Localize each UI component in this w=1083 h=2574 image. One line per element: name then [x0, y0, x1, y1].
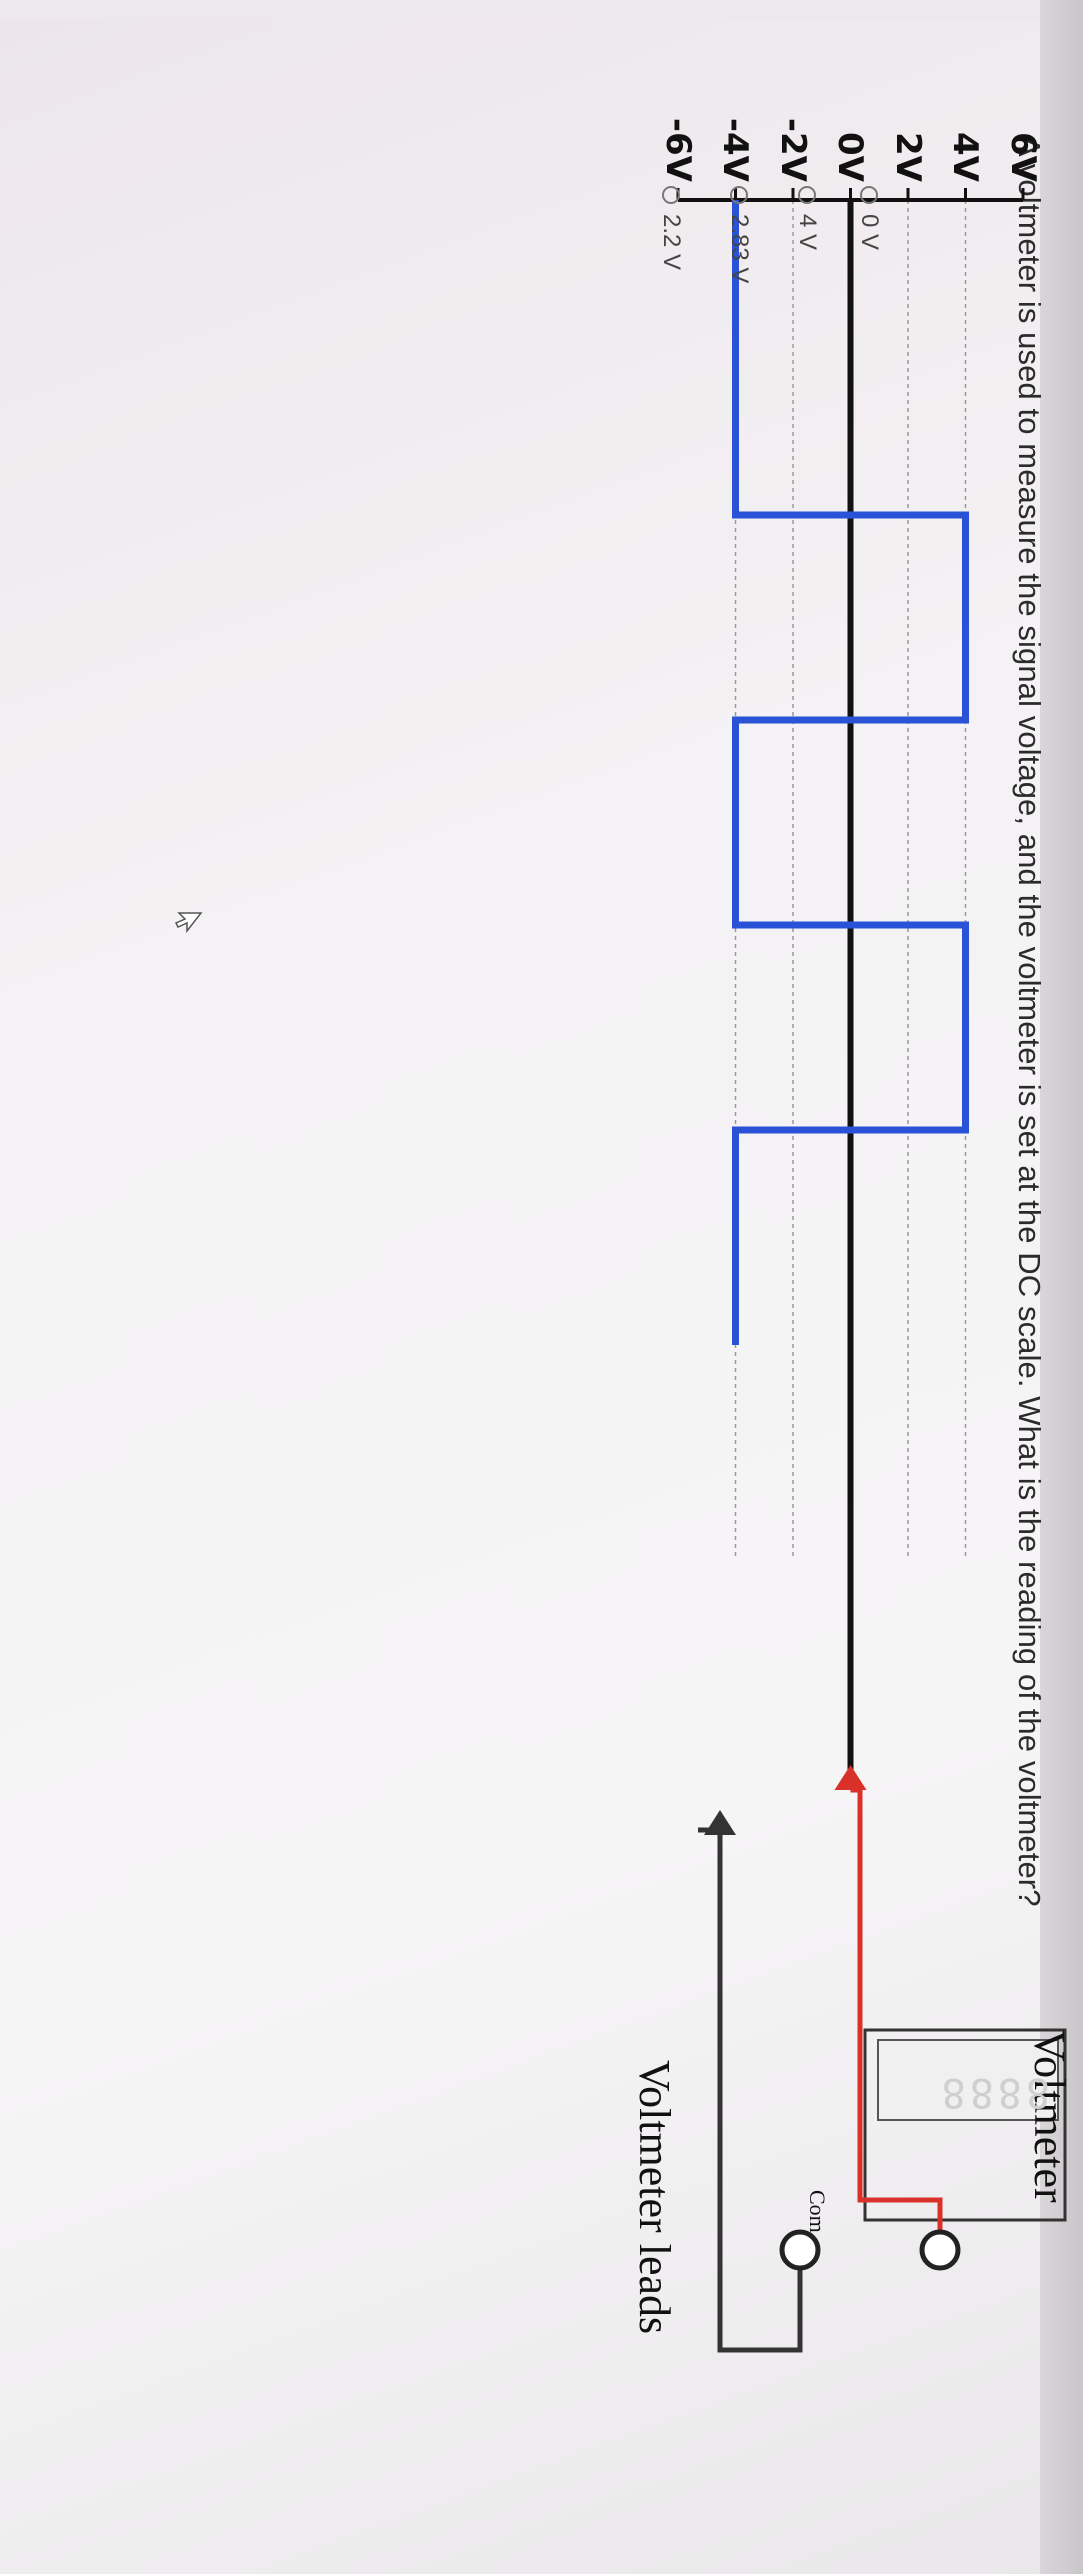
- option-label: 4 V: [794, 214, 821, 251]
- radio-icon[interactable]: [662, 186, 680, 204]
- com-label: Com: [805, 2190, 830, 2233]
- y-tick-label: -2V: [773, 117, 813, 182]
- option-2-83v[interactable]: 2.83 V: [725, 186, 753, 283]
- voltmeter-leads-label: Voltmeter leads: [630, 2060, 679, 2335]
- voltmeter-title: Voltmeter: [1025, 2030, 1074, 2203]
- option-label: 2.83 V: [726, 214, 753, 284]
- red-lead-arrow-icon: [834, 1765, 867, 1790]
- chart-axes: [676, 188, 1025, 1775]
- y-tick-label: 4V: [945, 132, 986, 182]
- radio-icon[interactable]: [730, 186, 748, 204]
- y-tick-label: 0V: [830, 132, 871, 182]
- mouse-cursor-icon: [174, 912, 203, 934]
- black-lead-wire: [698, 1827, 803, 2353]
- signal-trace: [732, 200, 969, 1345]
- top-edge: [0, 0, 1083, 20]
- page-right-edge: [1040, 0, 1083, 2574]
- voltmeter-diagram: [698, 1765, 1067, 2353]
- black-lead-arrow-icon: [704, 1810, 736, 1835]
- y-tick-label: -6V: [658, 117, 698, 182]
- plus-terminal-icon: [919, 2229, 961, 2271]
- voltmeter-display: 8888: [938, 2069, 1050, 2115]
- com-terminal-icon: [779, 2229, 821, 2271]
- voltmeter-display-digits: 8888: [937, 2069, 1050, 2115]
- y-tick-label: -4V: [715, 117, 756, 182]
- option-label: 0 V: [856, 214, 883, 251]
- voltmeter-screen: [877, 2039, 1059, 2121]
- option-label: 2.2 V: [658, 214, 685, 271]
- voltmeter-body: [863, 2028, 1067, 2222]
- y-tick-label: 2V: [888, 132, 928, 182]
- option-2-2v[interactable]: 2.2 V: [657, 186, 685, 270]
- option-0v[interactable]: 0 V: [855, 186, 883, 250]
- option-4v[interactable]: 4 V: [793, 186, 821, 250]
- y-tick-label: 6V: [1003, 132, 1043, 182]
- signal-waveform: [732, 199, 969, 1346]
- radio-icon[interactable]: [798, 186, 816, 204]
- radio-icon[interactable]: [860, 186, 878, 204]
